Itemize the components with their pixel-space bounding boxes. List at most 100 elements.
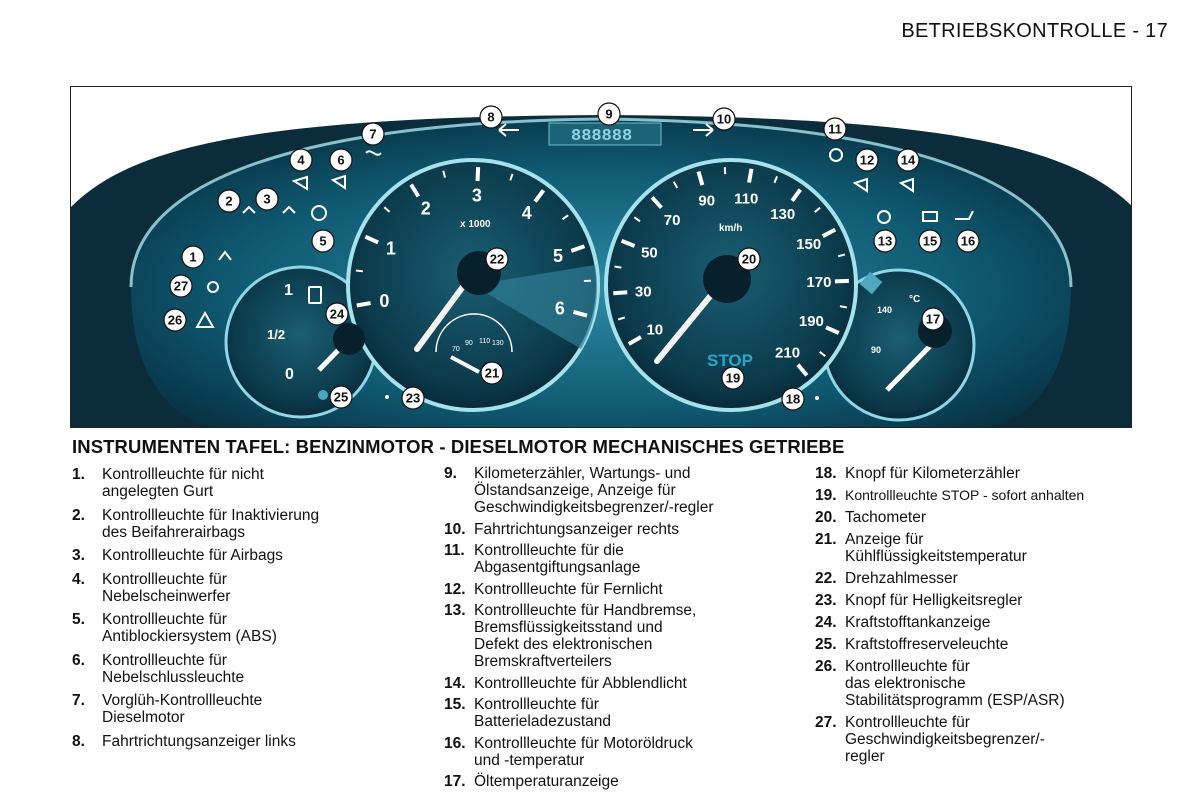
fog-front-icon — [291, 175, 308, 191]
coolant-needle — [450, 355, 480, 374]
legend-text: Drehzahlmesser — [845, 570, 958, 587]
odometer-digits: 888888 — [571, 127, 632, 146]
rpm-tick-label: 2 — [421, 199, 431, 219]
legend-number: 9. — [444, 465, 457, 482]
low-beam-icon — [898, 177, 914, 193]
stop-label: STOP — [707, 351, 753, 370]
legend-item: 14.Kontrollleuchte für Abblendlicht — [444, 675, 804, 692]
legend-item: 21.Anzeige für Kühlflüssigkeitstemperatu… — [815, 531, 1165, 565]
legend-text: Kontrollleuchte STOP - sofort anhalten — [845, 487, 1085, 503]
speed-tick-label: 10 — [646, 321, 663, 338]
rpm-unit-label: x 1000 — [460, 219, 491, 230]
rpm-minor-tick — [383, 206, 391, 213]
legend-item: 26.Kontrollleuchte für das elektronische… — [815, 658, 1165, 709]
callout-number-17: 17 — [926, 312, 940, 327]
speed-needle-hub — [703, 255, 751, 303]
legend-column-2: 9.Kilometerzähler, Wartungs- und Ölstand… — [444, 465, 804, 795]
legend-text: Kraftstoffreserveleuchte — [845, 636, 1009, 653]
legend-item: 8.Fahrtrichtungsanzeiger links — [72, 733, 422, 750]
legend-item: 3.Kontrollleuchte für Airbags — [72, 547, 422, 564]
callout-number-27: 27 — [174, 279, 188, 294]
legend-item: 4.Kontrollleuchte für Nebelscheinwerfer — [72, 571, 422, 605]
callout-circle-10 — [712, 107, 736, 131]
callout-circle-15 — [918, 229, 942, 253]
callout-number-3: 3 — [263, 192, 270, 207]
callout-circle-19 — [721, 366, 745, 390]
callout-circle-4 — [289, 148, 313, 172]
callout-circle-12 — [855, 148, 879, 172]
legend-number: 7. — [72, 692, 85, 709]
speed-tick-label: 190 — [799, 313, 824, 330]
coolant-tick-70: 70 — [452, 346, 460, 353]
legend-number: 23. — [815, 592, 837, 609]
speed-tick-label: 90 — [698, 193, 715, 210]
panel-top-mask — [71, 87, 1131, 207]
legend-number: 15. — [444, 696, 466, 713]
legend-item: 2.Kontrollleuchte für Inaktivierung des … — [72, 507, 422, 541]
legend-text: Kontrollleuchte für die Abgasentgiftungs… — [474, 542, 641, 576]
callout-circle-20 — [737, 247, 761, 271]
rpm-minor-tick — [355, 269, 363, 273]
callout-circle-2 — [217, 189, 241, 213]
rpm-minor-tick — [442, 170, 447, 178]
legend-number: 24. — [815, 614, 837, 631]
speed-minor-tick — [814, 206, 821, 213]
battery-icon — [922, 211, 938, 222]
abs-icon — [311, 205, 327, 221]
legend-item: 17. Öltemperaturanzeige — [444, 773, 804, 790]
temp-tick-140: 140 — [877, 305, 892, 315]
legend-item: 24. Kraftstofftankanzeige — [815, 614, 1165, 631]
legend-number: 21. — [815, 531, 837, 548]
speed-tick-mark — [627, 335, 642, 346]
callout-number-12: 12 — [860, 153, 874, 168]
legend-text: Vorglüh-Kontrollleuchte Dieselmotor — [102, 692, 263, 726]
legend-number: 27. — [815, 714, 837, 731]
legend-text: Kontrollleuchte für Handbremse, Bremsflü… — [474, 602, 697, 670]
coolant-arc — [435, 313, 513, 353]
fuel-pump-icon — [308, 286, 322, 304]
legend-number: 18. — [815, 465, 837, 482]
legend-number: 17. — [444, 773, 466, 790]
high-beam-icon — [852, 177, 868, 193]
legend-text: Kontrollleuchte für Fernlicht — [474, 580, 663, 598]
legend-number: 8. — [72, 732, 85, 750]
callout-circle-3 — [255, 187, 279, 211]
callout-number-10: 10 — [717, 112, 731, 127]
legend-number: 19. — [815, 487, 837, 504]
legend-text: Kontrollleuchte für das elektronische St… — [845, 658, 1065, 709]
callout-number-23: 23 — [406, 391, 420, 406]
callout-circle-27 — [169, 274, 193, 298]
rpm-tick-mark — [570, 244, 586, 253]
trip-reset-knob[interactable] — [815, 396, 819, 400]
callout-circle-1 — [181, 245, 205, 269]
speed-minor-tick — [633, 216, 641, 223]
callout-circle-18 — [781, 387, 805, 411]
callout-circle-17 — [921, 307, 945, 331]
callout-circle-7 — [361, 122, 385, 146]
legend-text: Kontrollleuchte für Inaktivierung des Be… — [102, 506, 320, 541]
legend-text: Öltemperaturanzeige — [474, 773, 619, 790]
callout-circle-14 — [896, 148, 920, 172]
callout-number-26: 26 — [168, 313, 182, 328]
legend-item: 22.Drehzahlmesser — [815, 570, 1165, 587]
legend-item: 27.Kontrollleuchte für Geschwindigkeitsb… — [815, 714, 1165, 765]
coolant-tick-90: 90 — [465, 340, 473, 347]
speed-tick-mark — [747, 168, 754, 183]
fuel-tick-empty: 0 — [285, 366, 294, 383]
legend-text: Knopf für Kilometerzähler — [845, 465, 1020, 482]
speed-minor-tick — [672, 181, 679, 189]
legend-item: 20.Tachometer — [815, 509, 1165, 526]
legend-text: Kraftstofftankanzeige — [845, 614, 991, 631]
dimmer-knob[interactable] — [385, 395, 389, 399]
legend-item: 1.Kontrollleuchte für nicht angelegten G… — [72, 466, 422, 500]
legend-item: 23.Knopf für Helligkeitsregler — [815, 592, 1165, 609]
speed-tick-label: 50 — [641, 244, 658, 261]
legend-item: 19. Kontrollleuchte STOP - sofort anhalte… — [815, 487, 1165, 504]
callout-circle-24 — [325, 302, 349, 326]
callout-circle-25 — [329, 385, 353, 409]
callout-circle-8 — [479, 105, 503, 129]
rpm-tick-mark — [533, 189, 546, 203]
